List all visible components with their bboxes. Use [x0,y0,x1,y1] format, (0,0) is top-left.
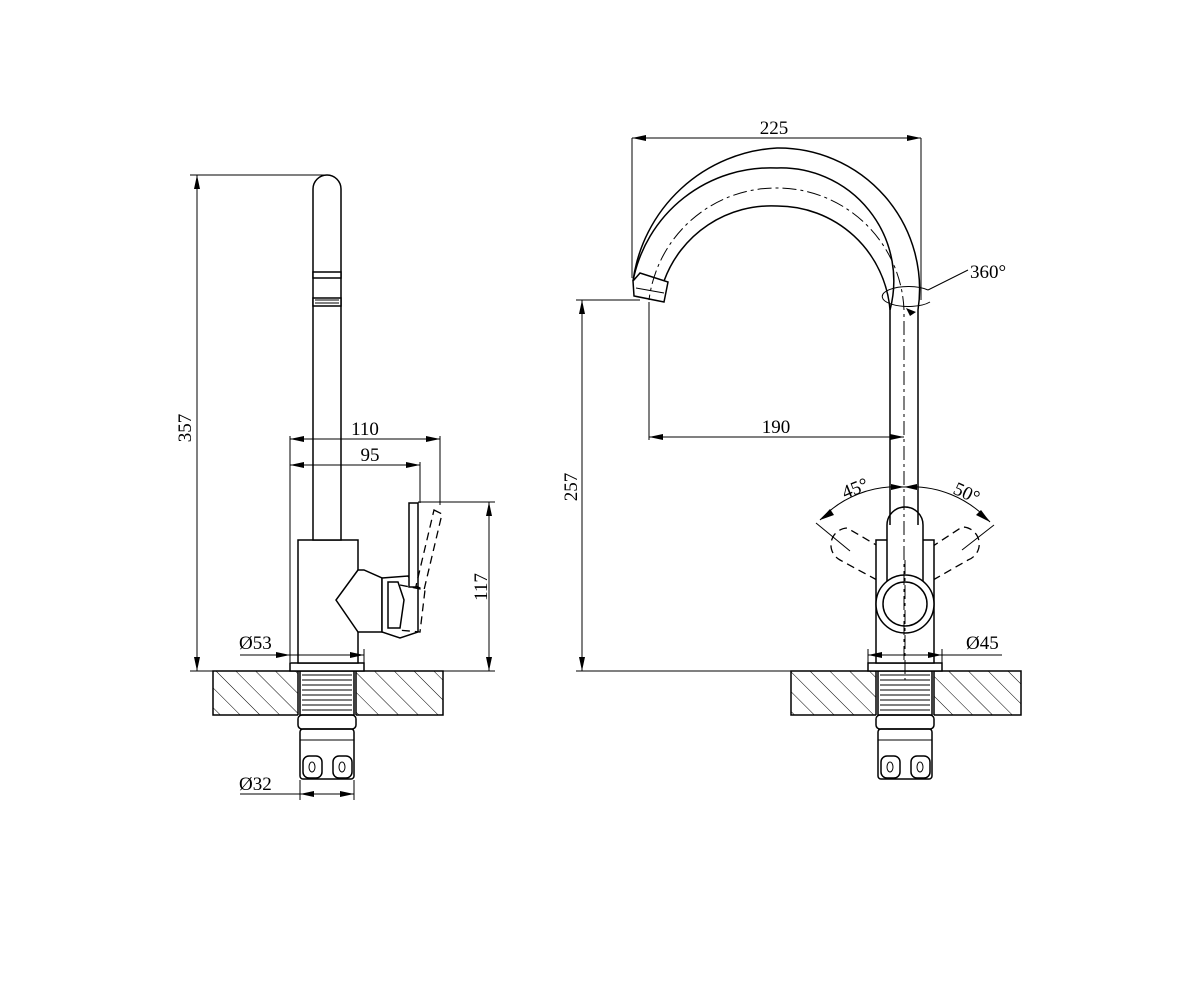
dim-total-height-label: 357 [175,414,196,443]
dim-rotation-label: 360° [970,262,1006,283]
dim-overall-depth: 110 [290,419,440,442]
side-fixing-nut [297,714,357,780]
front-lever-swing-left [830,527,886,581]
dim-total-height: 357 [175,175,200,671]
dim-spout-height-label: 257 [561,473,582,502]
side-threaded-shank [299,670,355,716]
dim-handle-depth: 95 [290,445,420,468]
dim-spout-span: 225 [632,118,921,141]
front-rotation-indicator: 360° [881,262,1006,316]
dim-base-diameter-label: Ø53 [239,633,272,654]
dim-angle-left-label: 45° [839,474,872,503]
dim-spout-reach-label: 190 [762,417,791,438]
dim-shank-diameter-label: Ø32 [239,774,272,795]
side-lever-open-position [415,509,443,591]
side-spout-tube [312,174,342,541]
dim-lever-height: 117 [471,502,492,671]
front-countertop [790,670,1022,716]
dim-base-diameter: Ø53 [239,633,365,663]
front-lever-swing-right [926,526,980,581]
front-spout-centerline [648,187,905,660]
side-view: 357 110 95 117 Ø53 [175,174,495,800]
front-threaded-shank [877,670,933,716]
dim-angle-right-label: 50° [950,478,983,508]
dim-body-diameter-label: Ø45 [966,633,999,654]
front-spout-gooseneck [632,147,921,525]
dim-spout-reach: 190 [649,417,904,440]
dim-spout-span-label: 225 [760,118,789,139]
side-lever-handle [408,502,419,588]
dim-lever-height-label: 117 [471,573,492,601]
front-view: 360° 225 190 257 [561,118,1022,780]
dim-overall-depth-label: 110 [351,419,379,440]
dim-handle-depth-label: 95 [361,445,380,466]
dim-body-diameter: Ø45 [867,633,1002,663]
front-fixing-nut [875,714,935,780]
side-base-flange [289,662,365,672]
side-countertop [212,670,444,716]
dim-spout-height: 257 [561,300,585,671]
dim-shank-diameter: Ø32 [239,774,354,797]
front-lever-handle [886,506,924,597]
